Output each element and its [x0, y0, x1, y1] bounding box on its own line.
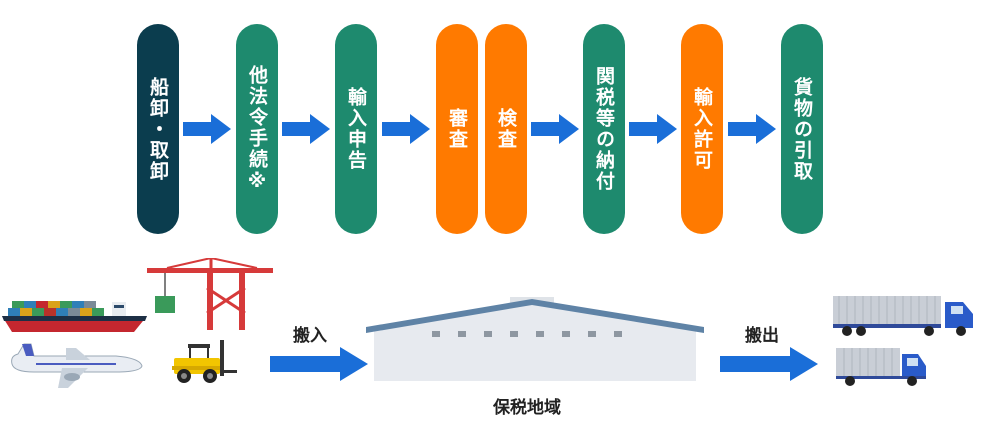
gantry-crane-icon — [147, 258, 273, 330]
warehouse-icon — [366, 297, 704, 381]
flow-arrow-5 — [629, 114, 677, 144]
step-cargo-pickup: 貨物の引取 — [781, 24, 823, 234]
trailer-truck-icon — [833, 296, 973, 336]
step-unloading: 船卸・取卸 — [137, 24, 179, 234]
forklift-icon — [172, 340, 237, 383]
step-other-laws: 他法令手続※ — [236, 24, 278, 234]
container-ship-icon — [2, 301, 147, 332]
flow-arrow-4 — [531, 114, 579, 144]
flow-arrow-1 — [183, 114, 231, 144]
step-import-declaration: 輸入申告 — [335, 24, 377, 234]
flow-arrow-2 — [282, 114, 330, 144]
carry-in-label: 搬入 — [293, 326, 327, 346]
step-import-permit: 輸入許可 — [681, 24, 723, 234]
airplane-icon — [11, 343, 143, 388]
carry-out-label: 搬出 — [745, 326, 779, 346]
flow-arrow-6 — [728, 114, 776, 144]
flow-arrow-3 — [382, 114, 430, 144]
carry-out-arrow — [720, 347, 818, 381]
carry-in-arrow — [270, 347, 368, 381]
box-truck-icon — [836, 348, 926, 386]
step-duty-payment: 関税等の納付 — [583, 24, 625, 234]
bonded-area-label: 保税地域 — [493, 398, 561, 418]
step-examination: 審査 — [436, 24, 478, 234]
step-inspection: 検査 — [485, 24, 527, 234]
